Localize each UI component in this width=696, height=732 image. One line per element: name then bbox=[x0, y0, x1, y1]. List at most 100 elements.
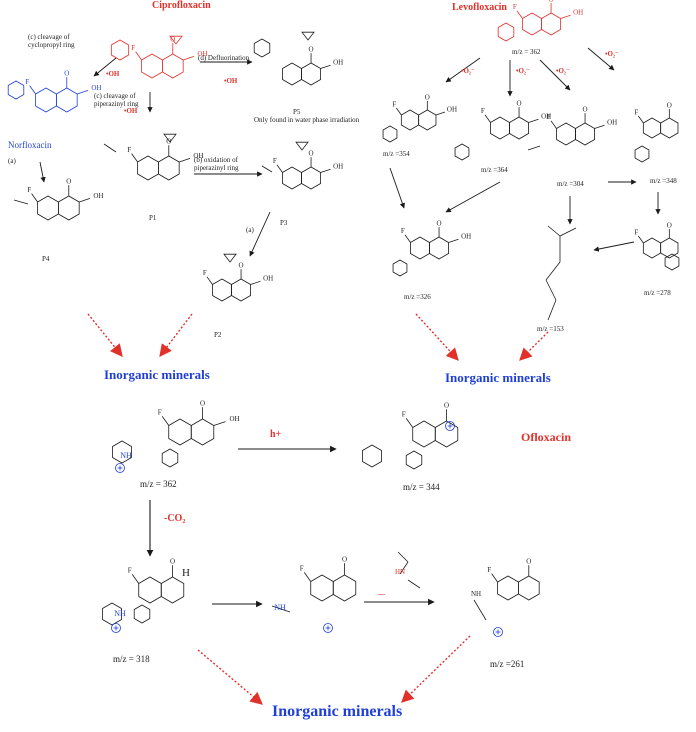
arrow-to-minerals-bottom-a bbox=[197, 649, 263, 705]
charge-circle bbox=[111, 623, 121, 633]
fluorine-atom: F bbox=[481, 107, 485, 115]
hydroxyl-group: OH bbox=[263, 275, 273, 283]
piperazine-ring bbox=[454, 143, 470, 161]
oxazine-ring bbox=[133, 604, 151, 624]
bond bbox=[103, 143, 117, 153]
benzene-ring bbox=[282, 62, 302, 86]
amine-nh: NH bbox=[274, 603, 286, 612]
acid-bond bbox=[320, 168, 331, 173]
fluorine-atom: F bbox=[131, 44, 135, 52]
o2-radical-4: •O₂⁻ bbox=[605, 50, 619, 58]
fluoro-bond bbox=[404, 234, 411, 243]
bond bbox=[547, 299, 557, 321]
amine-nh: NH bbox=[114, 609, 126, 618]
o2-radical-3: •O₂⁻ bbox=[556, 67, 570, 75]
mz-ofl-344: m/z = 344 bbox=[403, 482, 440, 492]
mz-354: m/z =354 bbox=[383, 150, 410, 158]
fluoro-bond bbox=[405, 418, 414, 428]
benzene-ring bbox=[642, 117, 662, 139]
fluorine-atom: F bbox=[513, 3, 517, 11]
fluorine-atom: F bbox=[203, 269, 207, 277]
fluoro-bond bbox=[135, 51, 142, 61]
carbonyl-oxygen: O bbox=[425, 94, 430, 102]
acid-bond bbox=[179, 158, 191, 163]
p4-label: P4 bbox=[42, 255, 50, 263]
hydroxyl-group: OH bbox=[230, 415, 240, 423]
arrow-levo-to-354 bbox=[445, 57, 481, 83]
fluoro-bond bbox=[161, 416, 170, 426]
benzene-ring bbox=[137, 155, 159, 181]
acid-bond bbox=[528, 118, 539, 123]
acid-bond bbox=[435, 111, 446, 116]
oh-radical-1: •OH bbox=[106, 70, 120, 78]
charge-circle bbox=[493, 627, 503, 637]
benzene-ring bbox=[310, 574, 334, 602]
hydroxyl-group: OH bbox=[573, 9, 583, 17]
cyclopropyl-ring bbox=[169, 35, 183, 45]
inorganic-minerals-right: Inorganic minerals bbox=[445, 370, 551, 385]
acid-bond bbox=[560, 14, 571, 19]
fluoro-bond bbox=[131, 574, 140, 584]
piperazine-ring bbox=[7, 80, 25, 100]
fluoro-bond bbox=[303, 572, 312, 582]
pyridone-ring bbox=[660, 117, 679, 139]
cyclopropyl-ring bbox=[163, 133, 177, 143]
hydroxyl-group: OH bbox=[197, 50, 207, 58]
arrow-354-to-326 bbox=[389, 167, 405, 209]
piperazine-ring bbox=[362, 444, 382, 468]
fluoro-bond bbox=[131, 153, 138, 163]
pyridone-ring bbox=[541, 12, 561, 36]
hydroxyl-group: OH bbox=[607, 119, 617, 127]
pyridone-ring bbox=[231, 278, 251, 302]
oxazine-ring bbox=[634, 145, 650, 163]
o2-radical-2: •O₂⁻ bbox=[516, 67, 530, 75]
bond bbox=[545, 279, 557, 301]
fluoro-bond bbox=[29, 85, 36, 95]
piperazine-ring bbox=[112, 440, 132, 464]
pyridone-ring bbox=[160, 576, 185, 604]
carbonyl-oxygen: O bbox=[437, 219, 442, 227]
cyclopropyl-ring bbox=[301, 31, 315, 41]
carbonyl-oxygen: O bbox=[200, 399, 205, 407]
fluoro-bond bbox=[491, 573, 498, 583]
charge-circle bbox=[445, 421, 455, 431]
pyridone-ring bbox=[660, 237, 679, 259]
bond bbox=[13, 199, 29, 205]
fluorine-atom: F bbox=[401, 227, 405, 235]
mz-ofl-362: m/z = 362 bbox=[140, 479, 177, 489]
piperazine-ring bbox=[392, 259, 408, 277]
benzene-ring bbox=[412, 420, 436, 448]
bond bbox=[407, 579, 421, 589]
arrow-to-minerals-left-b bbox=[159, 313, 193, 358]
benzene-ring bbox=[141, 53, 163, 79]
acid-bond bbox=[448, 238, 459, 243]
carbonyl-oxygen: O bbox=[309, 149, 314, 157]
levofloxacin-label: Levofloxacin bbox=[452, 2, 507, 13]
carbonyl-oxygen: O bbox=[526, 557, 531, 565]
fluoro-bond bbox=[516, 10, 523, 19]
fluoro-bond bbox=[31, 193, 38, 203]
minus-co2-label: -CO₂ bbox=[164, 513, 186, 524]
fluoro-bond bbox=[206, 276, 213, 285]
bond bbox=[527, 145, 541, 151]
pyridone-ring bbox=[301, 166, 321, 190]
hydroxyl-group: OH bbox=[93, 192, 103, 200]
p1-label: P1 bbox=[149, 214, 157, 222]
acid-bond bbox=[79, 198, 91, 203]
fluorine-atom: F bbox=[128, 566, 132, 574]
oh-radical-3: •OH bbox=[124, 107, 138, 115]
benzene-ring bbox=[490, 116, 510, 140]
benzene-ring bbox=[522, 12, 542, 36]
leaving-amine: HN bbox=[395, 568, 405, 576]
fluoro-bond bbox=[550, 120, 557, 129]
fluoro-bond bbox=[638, 115, 644, 124]
bond bbox=[547, 225, 561, 237]
pyridone-ring bbox=[161, 53, 184, 79]
arrow-to-minerals-right-a bbox=[415, 313, 459, 361]
arrow-to-minerals-bottom-b bbox=[401, 635, 471, 703]
benzene-ring bbox=[138, 576, 162, 604]
mz-326: m/z =326 bbox=[404, 293, 431, 301]
carbonyl-oxygen: O bbox=[170, 557, 175, 565]
fluorine-atom: F bbox=[392, 101, 396, 109]
